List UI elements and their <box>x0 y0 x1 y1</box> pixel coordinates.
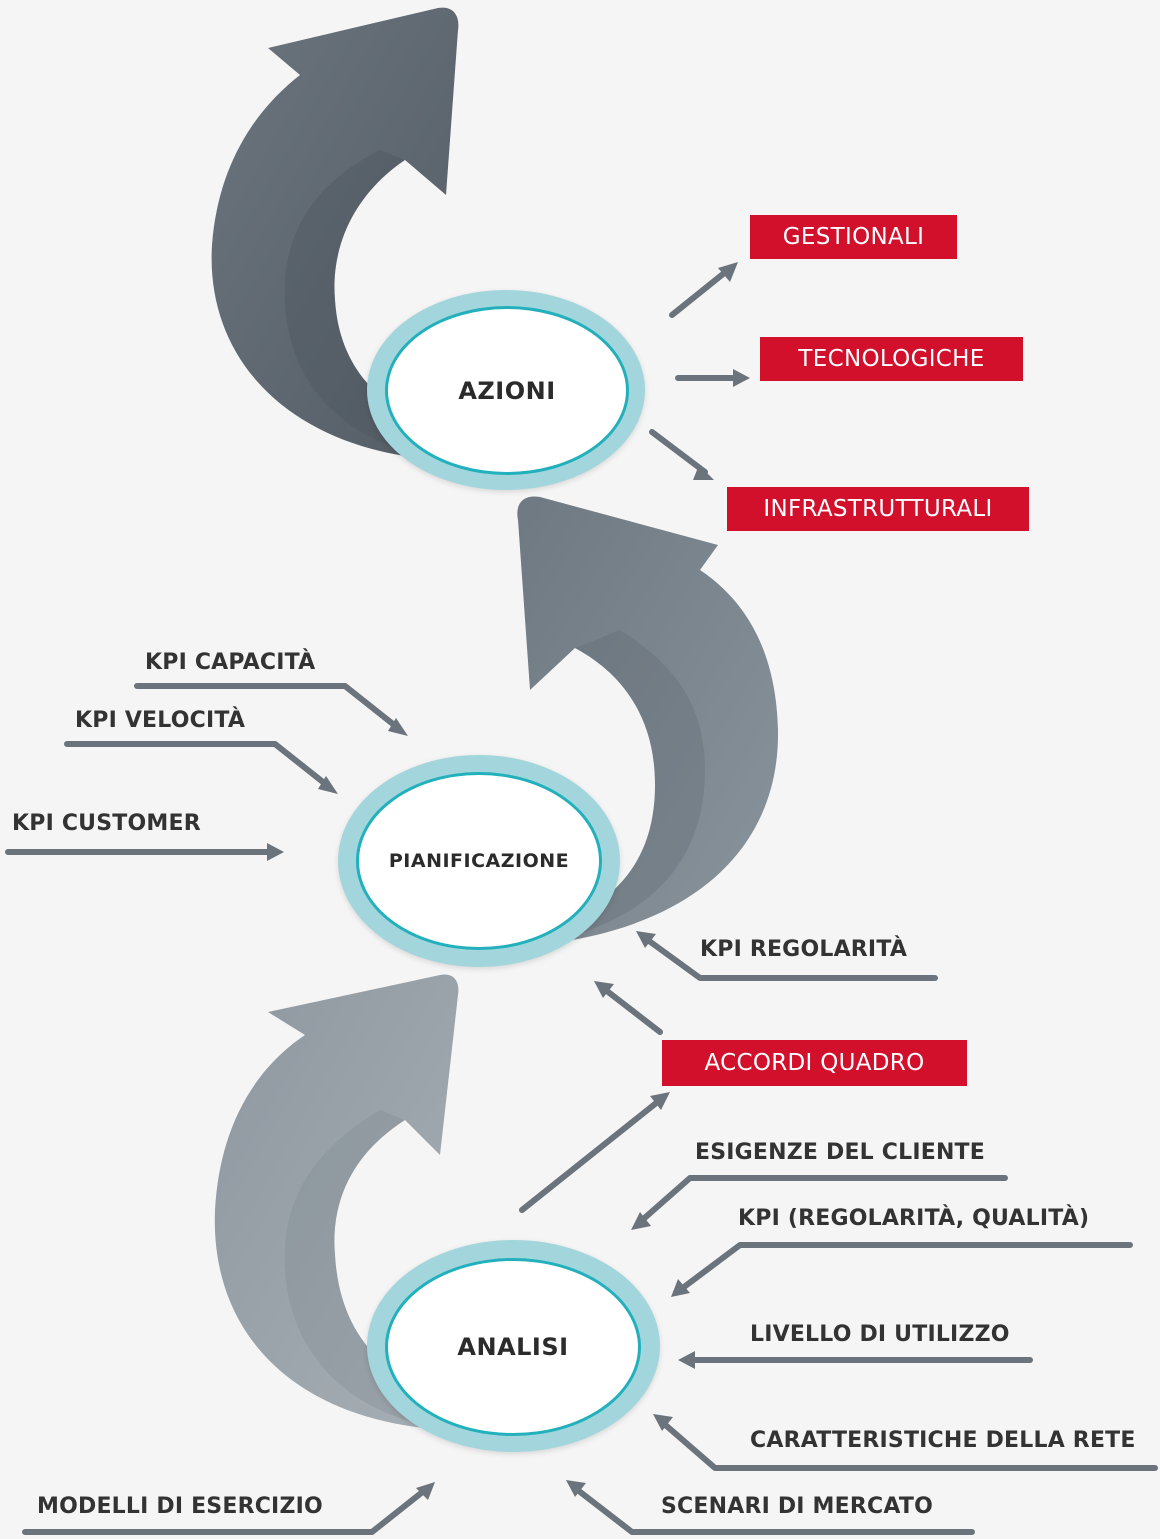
arrowhead-infrastrutturali <box>693 465 714 480</box>
connector-modelli <box>22 1487 428 1535</box>
arrowhead-gestionali <box>718 262 738 282</box>
connector-kpi-velocita <box>64 741 331 789</box>
output-accordi-quadro-label: ACCORDI QUADRO <box>704 1050 925 1076</box>
label-esigenze-cliente: ESIGENZE DEL CLIENTE <box>695 1140 985 1165</box>
cycle-arrow-middle-shade <box>520 630 705 945</box>
hub-analisi: ANALISI <box>385 1258 641 1436</box>
label-kpi-regolarita: KPI REGOLARITÀ <box>700 937 908 962</box>
hub-pianificazione: PIANIFICAZIONE <box>356 772 602 950</box>
arrowhead-scenari <box>566 1480 586 1497</box>
arrowhead-kpi-customer <box>267 843 284 861</box>
cycle-arrow-top <box>211 7 470 460</box>
connector-kpi-capacita <box>134 683 401 731</box>
arrowhead-kpi-capacita <box>388 718 408 736</box>
hub-pianificazione-label: PIANIFICAZIONE <box>388 850 570 872</box>
hub-azioni-label: AZIONI <box>458 376 556 405</box>
cycle-arrow-middle <box>517 496 779 945</box>
label-caratteristiche-rete: CARATTERISTICHE DELLA RETE <box>750 1428 1136 1453</box>
output-tecnologiche: TECNOLOGICHE <box>760 337 1023 381</box>
connector-infrastrutturali <box>649 429 708 475</box>
arrowhead-tecnologiche <box>733 369 750 387</box>
output-gestionali-label: GESTIONALI <box>782 224 925 250</box>
output-infrastrutturali: INFRASTRUTTURALI <box>727 487 1029 531</box>
connector-gestionali <box>669 267 731 318</box>
connector-esigenze <box>637 1175 1008 1225</box>
connector-scenari <box>572 1485 975 1535</box>
label-kpi-customer: KPI CUSTOMER <box>12 811 201 836</box>
output-gestionali: GESTIONALI <box>750 215 957 259</box>
hub-azioni: AZIONI <box>385 306 629 475</box>
label-kpi-capacita: KPI CAPACITÀ <box>145 650 316 675</box>
output-accordi-quadro: ACCORDI QUADRO <box>662 1040 967 1086</box>
arrowhead-kpi-regolarita-qualita <box>671 1279 690 1297</box>
label-scenari-mercato: SCENARI DI MERCATO <box>661 1494 933 1519</box>
arrowhead-accordi-quadro-out <box>650 1092 670 1110</box>
output-tecnologiche-label: TECNOLOGICHE <box>798 346 985 372</box>
label-kpi-velocita: KPI VELOCITÀ <box>75 708 246 733</box>
arrowhead-kpi-regolarita <box>636 931 656 948</box>
output-infrastrutturali-label: INFRASTRUTTURALI <box>763 496 993 522</box>
label-modelli-esercizio: MODELLI DI ESERCIZIO <box>37 1494 323 1519</box>
connector-kpi-regolarita-qualita <box>677 1242 1133 1293</box>
hub-analisi-label: ANALISI <box>457 1333 569 1361</box>
arrowhead-livello-utilizzo <box>678 1351 695 1369</box>
cycle-arrow-bottom <box>214 974 470 1430</box>
connector-accordi-quadro-out <box>519 1097 663 1213</box>
connector-caratteristiche <box>659 1419 1158 1471</box>
connector-kpi-regolarita <box>642 935 938 981</box>
cycle-arrow-top-shade <box>284 150 470 460</box>
cycle-arrow-bottom-shade <box>284 1110 470 1430</box>
label-livello-utilizzo: LIVELLO DI UTILIZZO <box>750 1322 1010 1347</box>
arrowhead-esigenze <box>631 1212 651 1230</box>
arrowhead-modelli <box>416 1482 435 1500</box>
arrowhead-caratteristiche <box>653 1414 673 1431</box>
arrowhead-kpi-velocita <box>318 776 338 794</box>
arrowhead-accordi-quadro-in <box>594 981 614 998</box>
connector-accordi-quadro-in <box>600 985 663 1035</box>
label-kpi-regolarita-qualita: KPI (REGOLARITÀ, QUALITÀ) <box>738 1206 1090 1231</box>
